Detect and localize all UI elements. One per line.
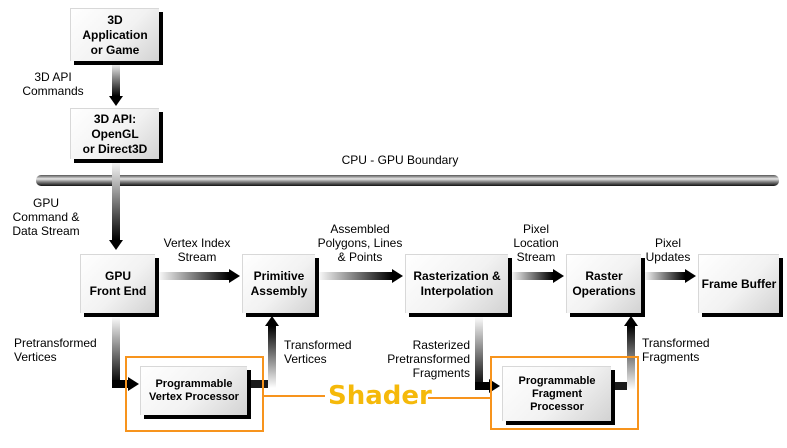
arrow-frontend-vertex	[112, 316, 120, 384]
vertex-processor-box: Programmable Vertex Processor	[140, 366, 247, 415]
api-commands-label: 3D API Commands	[22, 70, 84, 98]
api-box: 3D API: OpenGL or Direct3D	[70, 108, 159, 159]
arrow-vertex-primitive	[248, 380, 272, 388]
arrow-api-frontend	[112, 160, 120, 240]
gpu-command-label: GPU Command & Data Stream	[12, 196, 80, 238]
arrow-fragment-rasterops	[613, 382, 631, 390]
raster-operations-box: Raster Operations	[566, 254, 641, 313]
pixel-updates-label: Pixel Updates	[645, 236, 691, 264]
transformed-vertices-label: Transformed Vertices	[284, 338, 352, 366]
frame-buffer-box: Frame Buffer	[698, 254, 779, 313]
primitive-assembly-box: Primitive Assembly	[242, 254, 315, 313]
rasterization-box: Rasterization & Interpolation	[405, 254, 508, 313]
fragment-shader-outline	[490, 356, 639, 430]
arrow-frontend-primitive	[157, 272, 229, 280]
arrow-rasterization-fragment	[475, 316, 483, 388]
vertex-index-label: Vertex Index Stream	[163, 236, 231, 264]
arrow-rasterization-rasterops	[510, 272, 553, 280]
fragment-processor-box: Programmable Fragment Processor	[502, 366, 611, 421]
arrow-app-api	[112, 62, 120, 96]
arrow-rasterops-framebuffer	[643, 272, 685, 280]
transformed-fragments-label: Transformed Fragments	[642, 336, 710, 364]
pretransformed-vertices-label: Pretransformed Vertices	[14, 336, 97, 364]
gpu-front-end-box: GPU Front End	[80, 254, 155, 313]
rasterized-fragments-label: Rasterized Pretransformed Fragments	[387, 338, 470, 380]
vertex-shader-outline	[125, 356, 264, 432]
app-box: 3D Application or Game	[70, 8, 159, 61]
pixel-location-label: Pixel Location Stream	[513, 222, 559, 264]
cpu-gpu-boundary-bar	[36, 175, 779, 186]
assembled-label: Assembled Polygons, Lines & Points	[317, 222, 403, 264]
shader-label: Shader	[328, 381, 432, 411]
cpu-gpu-boundary-label: CPU - GPU Boundary	[341, 153, 459, 167]
arrow-primitive-rasterization	[317, 272, 392, 280]
